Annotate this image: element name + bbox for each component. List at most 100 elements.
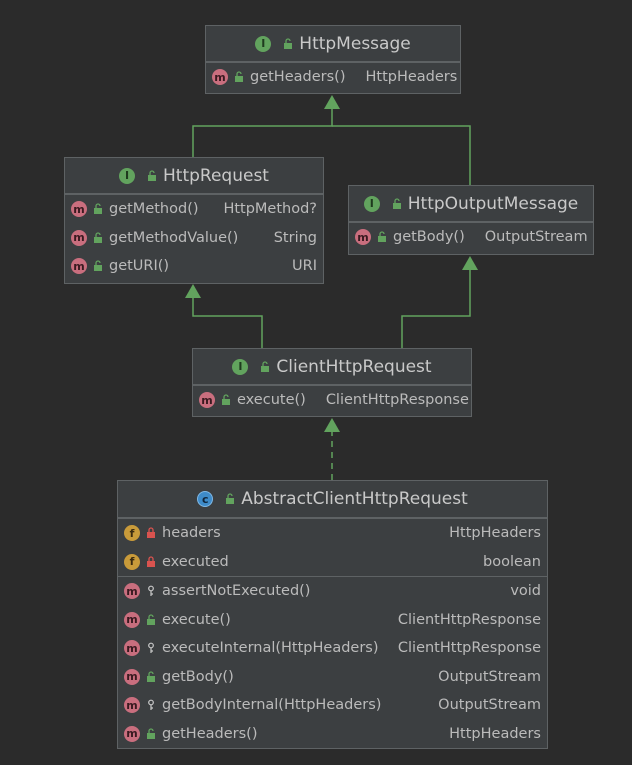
private-lock-icon xyxy=(146,556,156,568)
method-icon: m xyxy=(124,668,140,685)
method-icon: m xyxy=(71,201,87,218)
edge-httprequest-to-httpmessage xyxy=(192,108,333,157)
method-row[interactable]: m getHeaders() HttpHeaders xyxy=(118,720,547,749)
public-visibility-icon xyxy=(146,614,156,626)
method-icon: m xyxy=(124,583,140,600)
interface-icon: I xyxy=(119,167,136,184)
public-visibility-icon xyxy=(283,37,293,50)
method-row[interactable]: m execute() ClientHttpResponse xyxy=(193,386,471,415)
method-name: getBody() xyxy=(393,229,465,246)
protected-key-icon xyxy=(146,585,156,597)
arrowhead-httpmessage xyxy=(324,95,340,109)
method-type: URI xyxy=(292,258,317,275)
method-icon: m xyxy=(124,611,140,628)
public-visibility-icon xyxy=(392,197,402,210)
node-http-output-message[interactable]: I HttpOutputMessage m getBody() OutputSt… xyxy=(348,185,594,255)
node-http-request[interactable]: I HttpRequest m getMethod() HttpMethod? … xyxy=(64,157,324,284)
method-row[interactable]: m getBody() OutputStream xyxy=(118,663,547,692)
method-row[interactable]: m execute() ClientHttpResponse xyxy=(118,606,547,635)
public-visibility-icon xyxy=(225,493,235,505)
method-row[interactable]: m executeInternal(HttpHeaders) ClientHtt… xyxy=(118,634,547,663)
node-header: I HttpOutputMessage xyxy=(349,186,593,222)
public-visibility-icon xyxy=(93,260,103,272)
field-name: executed xyxy=(162,553,229,570)
public-visibility-icon xyxy=(260,360,270,373)
method-type: HttpMethod? xyxy=(223,201,317,218)
method-name: execute() xyxy=(237,392,306,409)
interface-icon: I xyxy=(255,35,272,52)
node-header: I HttpRequest xyxy=(65,158,323,194)
public-visibility-icon xyxy=(93,232,103,244)
method-row[interactable]: m getMethod() HttpMethod? xyxy=(65,195,323,224)
method-type: OutputStream xyxy=(438,697,541,714)
public-visibility-icon xyxy=(377,231,387,243)
methods-section: m getHeaders() HttpHeaders xyxy=(206,62,460,92)
method-name: assertNotExecuted() xyxy=(162,583,311,600)
method-icon: m xyxy=(199,392,215,409)
method-type: HttpHeaders xyxy=(449,725,541,742)
method-name: getURI() xyxy=(109,258,170,275)
methods-section: m getBody() OutputStream xyxy=(349,222,593,252)
method-name: getHeaders() xyxy=(162,725,258,742)
public-visibility-icon xyxy=(146,728,156,740)
edge-httpoutputmessage-to-httpmessage xyxy=(332,125,471,185)
method-type: String xyxy=(273,229,317,246)
public-visibility-icon xyxy=(93,203,103,215)
method-name: getHeaders() xyxy=(250,69,346,86)
methods-section: m execute() ClientHttpResponse xyxy=(193,385,471,415)
arrowhead-httprequest xyxy=(185,284,201,298)
node-title: HttpMessage xyxy=(299,33,411,54)
method-type: void xyxy=(510,583,541,600)
private-lock-icon xyxy=(146,527,156,539)
method-icon: m xyxy=(71,229,87,246)
fields-section: f headers HttpHeaders f executed boolean xyxy=(118,518,547,576)
method-row[interactable]: m getBodyInternal(HttpHeaders) OutputStr… xyxy=(118,691,547,720)
method-type: ClientHttpResponse xyxy=(325,392,469,409)
public-visibility-icon xyxy=(221,394,231,406)
abstract-class-icon: c xyxy=(197,491,214,507)
method-name: getMethodValue() xyxy=(109,229,239,246)
arrowhead-httpoutputmessage xyxy=(462,256,478,270)
node-http-message[interactable]: I HttpMessage m getHeaders() HttpHeaders xyxy=(205,25,461,94)
method-icon: m xyxy=(355,229,371,246)
method-name: getBody() xyxy=(162,668,234,685)
field-row[interactable]: f executed boolean xyxy=(118,548,547,577)
field-name: headers xyxy=(162,525,221,542)
field-type: boolean xyxy=(483,553,541,570)
method-row[interactable]: m getBody() OutputStream xyxy=(349,223,593,252)
node-title: HttpRequest xyxy=(163,165,269,186)
method-type: OutputStream xyxy=(484,229,588,246)
method-row[interactable]: m getHeaders() HttpHeaders xyxy=(206,63,460,92)
interface-icon: I xyxy=(363,195,380,212)
method-name: getBodyInternal(HttpHeaders) xyxy=(162,697,382,714)
method-type: HttpHeaders xyxy=(365,69,458,86)
node-title: ClientHttpRequest xyxy=(276,356,432,377)
method-type: OutputStream xyxy=(438,668,541,685)
method-name: execute() xyxy=(162,611,231,628)
method-icon: m xyxy=(124,725,140,742)
method-icon: m xyxy=(124,697,140,714)
method-type: ClientHttpResponse xyxy=(397,611,541,628)
edge-clienthttprequest-to-httpoutputmessage xyxy=(401,269,471,348)
method-icon: m xyxy=(124,640,140,657)
node-header: c AbstractClientHttpRequest xyxy=(118,481,547,518)
method-name: executeInternal(HttpHeaders) xyxy=(162,640,379,657)
field-type: HttpHeaders xyxy=(449,525,541,542)
field-icon: f xyxy=(124,553,140,570)
method-row[interactable]: m getURI() URI xyxy=(65,252,323,281)
node-abstract-client-http-request[interactable]: c AbstractClientHttpRequest f headers Ht… xyxy=(117,480,548,749)
field-icon: f xyxy=(124,525,140,542)
arrowhead-clienthttprequest xyxy=(324,418,340,432)
node-client-http-request[interactable]: I ClientHttpRequest m execute() ClientHt… xyxy=(192,348,472,417)
method-row[interactable]: m assertNotExecuted() void xyxy=(118,577,547,606)
method-icon: m xyxy=(212,69,228,86)
method-type: ClientHttpResponse xyxy=(397,640,541,657)
field-row[interactable]: f headers HttpHeaders xyxy=(118,519,547,548)
method-row[interactable]: m getMethodValue() String xyxy=(65,224,323,253)
method-icon: m xyxy=(71,258,87,275)
methods-section: m getMethod() HttpMethod? m getMethodVal… xyxy=(65,194,323,281)
node-header: I HttpMessage xyxy=(206,26,460,62)
protected-key-icon xyxy=(146,699,156,711)
edge-clienthttprequest-to-httprequest xyxy=(192,297,263,348)
public-visibility-icon xyxy=(147,169,157,182)
